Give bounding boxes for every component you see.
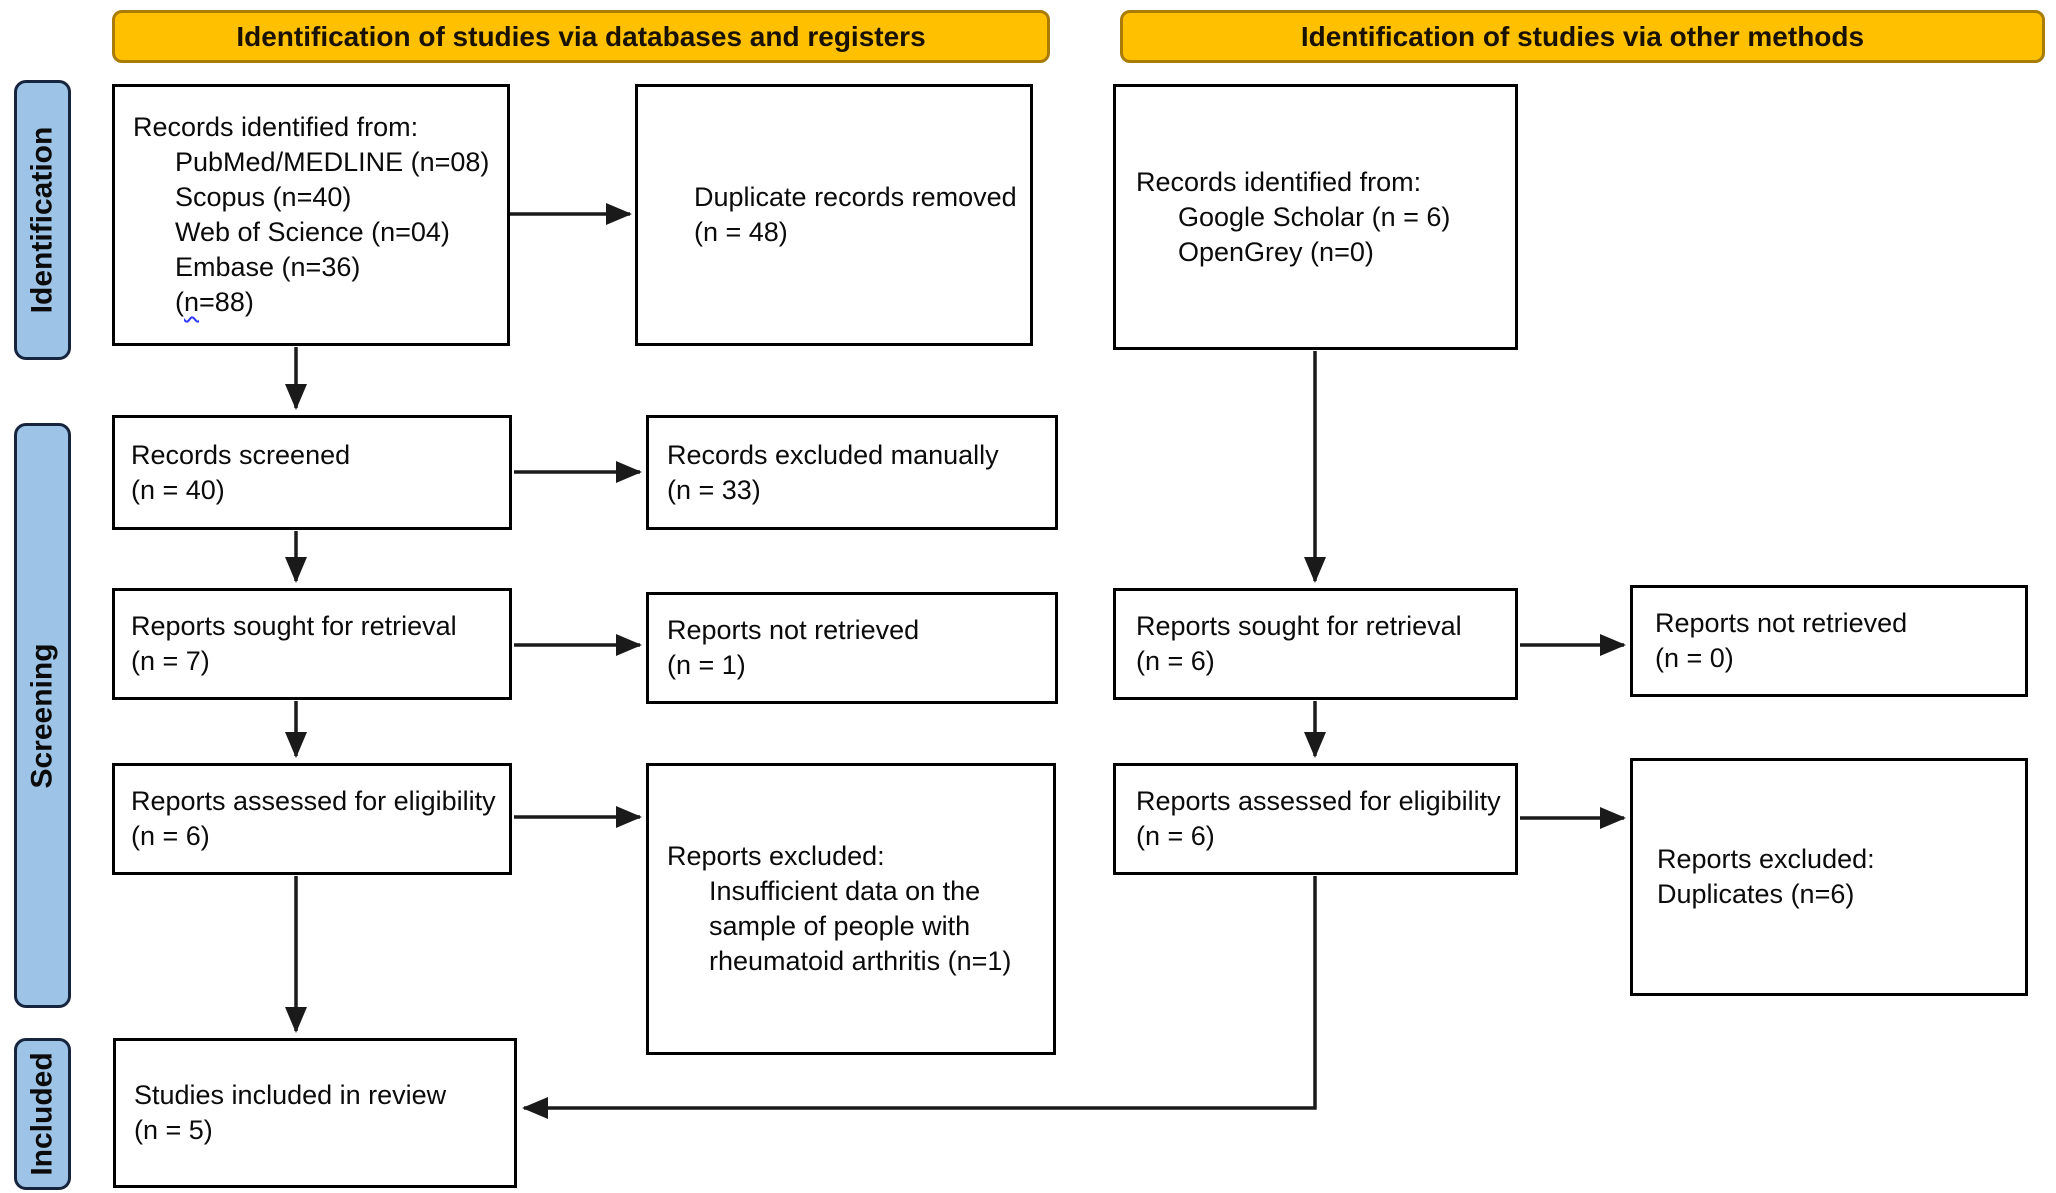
- box-reports-assessed-left: Reports assessed for eligibility (n = 6): [112, 763, 512, 875]
- box-reports-sought-left: Reports sought for retrieval (n = 7): [112, 588, 512, 700]
- box-records-identified-databases: Records identified from: PubMed/MEDLINE …: [112, 84, 510, 346]
- banner-databases-registers-label: Identification of studies via databases …: [236, 20, 926, 52]
- box-line: OpenGrey (n=0): [1178, 236, 1374, 267]
- box-line: sample of people with: [709, 911, 971, 941]
- box-line: (n = 48): [694, 217, 788, 247]
- total-open-paren: (: [175, 287, 184, 317]
- box-line: (n = 0): [1655, 643, 1734, 673]
- total-count: =88): [199, 287, 254, 317]
- box-line: Reports assessed for eligibility: [1136, 786, 1501, 816]
- phase-label-screening: Screening: [14, 423, 71, 1008]
- box-line: (n = 6): [1136, 821, 1215, 851]
- box-line: Reports sought for retrieval: [1136, 611, 1462, 641]
- box-line: Google Scholar (n = 6): [1178, 201, 1451, 232]
- box-studies-included: Studies included in review (n = 5): [113, 1038, 517, 1188]
- banner-other-methods-label: Identification of studies via other meth…: [1300, 20, 1865, 52]
- box-reports-sought-right: Reports sought for retrieval (n = 6): [1113, 588, 1518, 700]
- box-line: PubMed/MEDLINE (n=08): [175, 147, 490, 177]
- box-line: Records screened: [131, 439, 351, 470]
- box-line: Scopus (n=40): [175, 182, 352, 212]
- box-line: Reports assessed for eligibility: [131, 786, 496, 816]
- box-line: (n = 6): [131, 821, 210, 851]
- phase-label-screening-text: Screening: [25, 642, 59, 789]
- phase-label-identification: Identification: [14, 80, 71, 360]
- box-reports-assessed-right: Reports assessed for eligibility (n = 6): [1113, 763, 1518, 875]
- banner-other-methods: Identification of studies via other meth…: [1120, 10, 2045, 63]
- box-line: Reports excluded:: [667, 841, 885, 871]
- banner-databases-registers: Identification of studies via databases …: [112, 10, 1050, 63]
- box-line: Reports not retrieved: [1655, 608, 1908, 638]
- box-line: Insufficient data on the: [709, 876, 981, 906]
- box-line: (n = 6): [1136, 646, 1215, 676]
- box-line: (n = 7): [131, 646, 210, 676]
- box-line: Web of Science (n=04): [175, 217, 450, 247]
- box-reports-excluded-duplicates: Reports excluded: Duplicates (n=6): [1630, 758, 2028, 996]
- box-reports-not-retrieved-left: Reports not retrieved (n = 1): [646, 592, 1058, 704]
- box-line: Records identified from:: [133, 112, 419, 142]
- box-records-identified-other: Records identified from: Google Scholar …: [1113, 84, 1518, 350]
- box-line-total: (n=88): [133, 285, 507, 320]
- phase-label-included: Included: [14, 1038, 71, 1190]
- box-duplicates-removed: Duplicate records removed (n = 48): [635, 84, 1033, 346]
- box-line: Duplicate records removed: [694, 182, 1017, 212]
- box-line: rheumatoid arthritis (n=1): [709, 946, 1012, 976]
- box-line: Duplicates (n=6): [1657, 879, 1855, 909]
- box-records-screened: Records screened (n = 40): [112, 415, 512, 530]
- box-line: Studies included in review: [134, 1080, 447, 1110]
- phase-label-included-text: Included: [25, 1052, 59, 1176]
- box-line: (n = 40): [131, 474, 225, 505]
- box-records-excluded-manually: Records excluded manually (n = 33): [646, 415, 1058, 530]
- box-line: Reports sought for retrieval: [131, 611, 457, 641]
- box-line: Records identified from:: [1136, 166, 1422, 197]
- box-line: Reports excluded:: [1657, 844, 1875, 874]
- box-line: (n = 1): [667, 650, 746, 680]
- box-line: (n = 5): [134, 1115, 213, 1145]
- box-line: Reports not retrieved: [667, 615, 920, 645]
- box-reports-excluded-insufficient: Reports excluded: Insufficient data on t…: [646, 763, 1056, 1055]
- total-n-spellcheck: n: [184, 287, 200, 317]
- box-reports-not-retrieved-right: Reports not retrieved (n = 0): [1630, 585, 2028, 697]
- box-line: (n = 33): [667, 474, 761, 505]
- box-line: Records excluded manually: [667, 439, 999, 470]
- phase-label-identification-text: Identification: [25, 126, 59, 314]
- box-line: Embase (n=36): [175, 252, 361, 282]
